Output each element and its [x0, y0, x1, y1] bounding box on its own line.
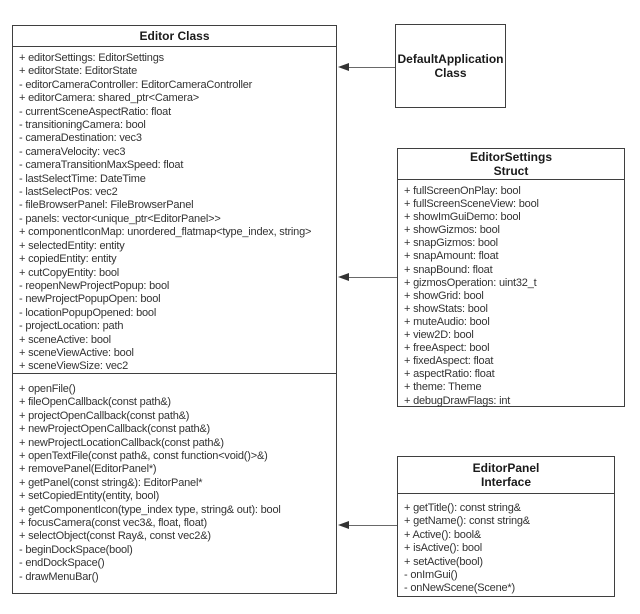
attribute-line: + showImGuiDemo: bool [404, 211, 521, 224]
method-line: - onNewScene(Scene*) [404, 582, 515, 595]
arrow-left-head-icon [338, 63, 349, 71]
attribute-line: + editorSettings: EditorSettings [19, 52, 164, 64]
class-title-line: EditorSettings [469, 150, 552, 164]
method-line: + getComponentIcon(type_index type, stri… [19, 503, 281, 516]
attribute-line: - newProjectPopupOpen: bool [19, 293, 161, 306]
method-line: + projectOpenCallback(const path&) [19, 409, 190, 422]
method-line: + newProjectLocationCallback(const path&… [19, 436, 224, 449]
attribute-line: + showGizmos: bool [404, 224, 500, 237]
method-line: + removePanel(EditorPanel*) [19, 463, 157, 476]
class-title-line: EditorPanel [472, 461, 540, 475]
attribute-line: - transitioningCamera: bool [19, 119, 146, 132]
attribute-line: + fullScreenOnPlay: bool [404, 185, 521, 197]
attribute-line: + showStats: bool [404, 302, 488, 315]
method-line: + selectObject(const Ray&, const vec2&) [19, 530, 211, 543]
class-title-line: Editor Class [139, 29, 210, 43]
method-line: - drawMenuBar() [19, 570, 99, 583]
method-line: - beginDockSpace(bool) [19, 543, 133, 556]
attribute-line: + snapAmount: float [404, 250, 499, 263]
attribute-line: + view2D: bool [404, 329, 474, 342]
attribute-line: + sceneViewActive: bool [19, 346, 134, 359]
attribute-line: + gizmosOperation: uint32_t [404, 276, 537, 289]
attribute-line: + fixedAspect: float [404, 355, 494, 368]
class-title-line: Struct [493, 164, 529, 178]
attribute-line: - cameraDestination: vec3 [19, 132, 142, 145]
class-title-line: DefaultApplication [397, 52, 504, 66]
attribute-line: - lastSelectTime: DateTime [19, 172, 146, 185]
class-title-line: Class [434, 66, 467, 80]
attribute-line: + cutCopyEntity: bool [19, 266, 120, 279]
method-line: + openTextFile(const path&, const functi… [19, 450, 268, 463]
method-line: + focusCamera(const vec3&, float, float) [19, 517, 207, 530]
editor-panel-methods-section: + getTitle(): const string&+ getName(): … [398, 494, 614, 598]
method-line: + getPanel(const string&): EditorPanel* [19, 476, 203, 489]
attribute-line: - currentSceneAspectRatio: float [19, 105, 171, 118]
attribute-line: - reopenNewProjectPopup: bool [19, 279, 170, 292]
arrow-line [346, 277, 397, 278]
attribute-line: + snapGizmos: bool [404, 237, 498, 250]
arrow-line [346, 67, 395, 68]
attribute-line: + copiedEntity: entity [19, 253, 117, 266]
method-line: + Active(): bool& [404, 528, 481, 541]
attribute-line: + debugDrawFlags: int [404, 394, 511, 407]
attribute-line: + fullScreenSceneView: bool [404, 198, 539, 211]
arrow-left-head-icon [338, 273, 349, 281]
editor-settings-attributes-section: + fullScreenOnPlay: bool+ fullScreenScen… [398, 180, 624, 410]
method-line: - onImGui() [404, 569, 458, 582]
attribute-line: + sceneActive: bool [19, 333, 111, 346]
attribute-line: - panels: vector<unique_ptr<EditorPanel>… [19, 212, 221, 225]
method-line: + isActive(): bool [404, 542, 483, 555]
method-line: + newProjectOpenCallback(const path&) [19, 423, 211, 436]
attribute-line: + snapBound: float [404, 263, 493, 276]
editor-methods-section: + openFile()+ fileOpenCallback(const pat… [13, 374, 336, 593]
attribute-line: - lastSelectPos: vec2 [19, 186, 118, 199]
method-line: + openFile() [19, 383, 76, 395]
attribute-line: - fileBrowserPanel: FileBrowserPanel [19, 199, 194, 212]
class-box-editor: Editor Class + editorSettings: EditorSet… [12, 25, 337, 594]
arrow-left-head-icon [338, 521, 349, 529]
method-line: + setActive(bool) [404, 555, 483, 568]
attribute-line: + theme: Theme [404, 381, 482, 394]
attribute-line: - editorCameraController: EditorCameraCo… [19, 78, 253, 91]
attribute-line: + editorCamera: shared_ptr<Camera> [19, 92, 199, 105]
attribute-line: - cameraVelocity: vec3 [19, 145, 126, 158]
attribute-line: + freeAspect: bool [404, 342, 490, 355]
attribute-line: - projectLocation: path [19, 320, 124, 333]
editor-attributes-section: + editorSettings: EditorSettings+ editor… [13, 47, 336, 374]
attribute-line: - locationPopupOpened: bool [19, 306, 157, 319]
class-title-line: Interface [480, 475, 532, 489]
method-line: - endDockSpace() [19, 557, 105, 570]
class-title-editor: Editor Class [13, 26, 336, 47]
method-line: + fileOpenCallback(const path&) [19, 396, 171, 409]
arrow-line [346, 525, 397, 526]
method-line: + getName(): const string& [404, 515, 530, 528]
attribute-line: + aspectRatio: float [404, 368, 495, 381]
method-line: + getTitle(): const string& [404, 502, 521, 514]
attribute-line: + selectedEntity: entity [19, 239, 125, 252]
method-line: + setCopiedEntity(entity, bool) [19, 490, 160, 503]
attribute-line: + componentIconMap: unordered_flatmap<ty… [19, 226, 312, 239]
attribute-line: + editorState: EditorState [19, 65, 138, 78]
attribute-line: + sceneViewSize: vec2 [19, 360, 129, 373]
attribute-line: - cameraTransitionMaxSpeed: float [19, 159, 184, 172]
attribute-line: + showGrid: bool [404, 289, 484, 302]
attribute-line: + muteAudio: bool [404, 315, 490, 328]
